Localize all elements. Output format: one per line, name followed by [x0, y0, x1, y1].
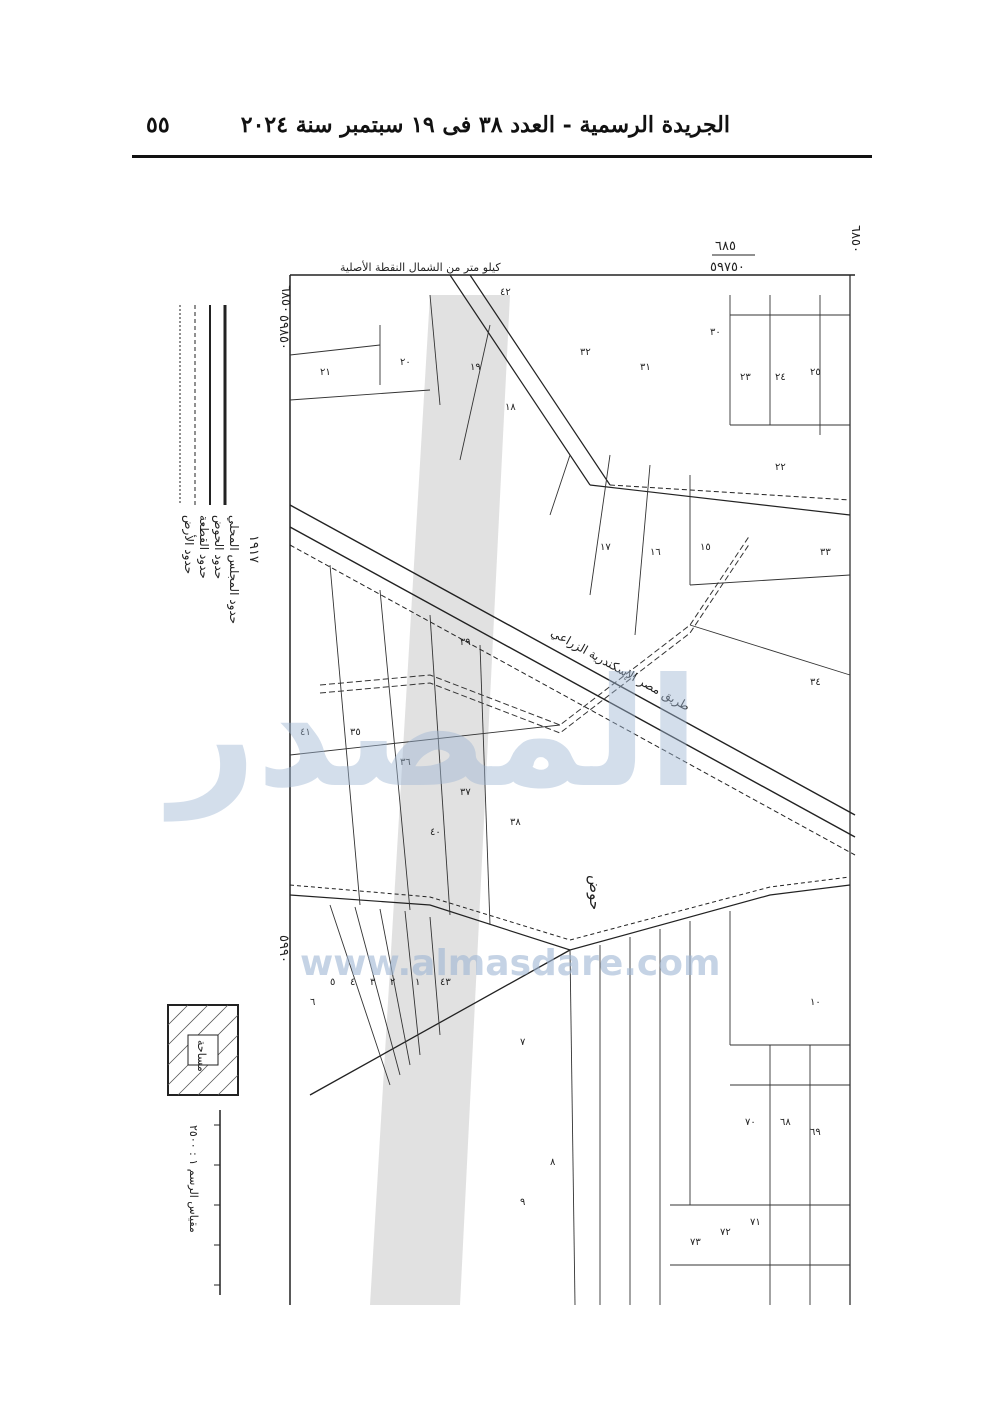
parcel-number-group: ٢١ ٢٠ ١٩ ١٨ ١٧ ١٦ ١٥ ٢٥ ٢٤ ٢٣ ٢٢ ٣٠ ٣١ ٣…: [300, 287, 831, 1248]
parcel-number: ٣٣: [820, 547, 831, 558]
upper-road-dashed: [609, 484, 851, 501]
watermark-url: www.almasdare.com: [300, 943, 721, 984]
parcel-number: ٧٣: [690, 1237, 701, 1248]
main-road-edge-2: [289, 526, 856, 838]
page-title: الجريدة الرسمية - العدد ٣٨ فى ١٩ سبتمبر …: [240, 112, 730, 138]
stamp-inner: [187, 1034, 219, 1066]
coord-top-center-lower: ٥٩٧٥٠: [710, 260, 745, 275]
parcel-number: ٣٤: [810, 677, 821, 688]
parcel-number: ٣٥: [350, 727, 361, 738]
scale-label: مقياس الرسم ١ : ٢٥٠٠: [187, 1125, 200, 1233]
angle-boundary: [309, 949, 571, 1096]
parcel-number: ٩: [520, 1197, 525, 1208]
parcel-number: ٣: [370, 977, 376, 988]
scale-ticks: [214, 1124, 220, 1286]
stamp-label: مساحة: [195, 1040, 208, 1072]
parcel-number: ٧: [520, 1037, 526, 1048]
cadastral-map: ٦٨٥٠ ٦٨٥ ٥٩٧٥٠ ٦٨٥٠ ٥٩٨٥٠ ٥٩٩٠ كيلو متر …: [130, 205, 860, 1305]
main-road-dashed: [289, 544, 856, 856]
parcel-number: ٦٨: [780, 1117, 791, 1128]
parcel-number: ٥: [330, 977, 335, 988]
parcel-number: ٢٠: [400, 357, 411, 368]
parcel-number: ٣٨: [510, 817, 521, 828]
legend: حدود المجلس المحلي حدود الحوض حدود القطع…: [179, 305, 261, 624]
lower-road: [289, 884, 851, 951]
parcel-number: ٣١: [640, 362, 651, 373]
coord-top-left: ٦٨٥٠: [278, 285, 293, 313]
parcel-number: ٧٠: [745, 1117, 756, 1128]
parcel-number: ٤١: [300, 727, 311, 738]
upper-road-edge-1: [449, 274, 591, 486]
coord-top-right: ٦٨٥٠: [848, 225, 860, 253]
page-header: الجريدة الرسمية - العدد ٣٨ فى ١٩ سبتمبر …: [132, 112, 872, 152]
parcel-number: ٧١: [750, 1217, 761, 1228]
page-number: ٥٥: [146, 112, 170, 138]
parcel-number: ١٠: [810, 997, 821, 1008]
header-rule: [132, 155, 872, 158]
parcel-number: ٢١: [320, 367, 331, 378]
parcel-number: ٣٩: [460, 637, 471, 648]
lower-road-dashed: [289, 876, 851, 941]
upper-road-edge-2: [469, 274, 611, 486]
parcel-number: ٣٠: [710, 327, 721, 338]
parcel-number: ١٩: [470, 362, 481, 373]
parcel-number: ١٨: [505, 402, 516, 413]
map-svg: ٦٨٥٠ ٦٨٥ ٥٩٧٥٠ ٦٨٥٠ ٥٩٨٥٠ ٥٩٩٠ كيلو متر …: [163, 225, 860, 1305]
legend-item-3: حدود القطعة: [196, 515, 211, 579]
parcel-number: ٤٢: [500, 287, 511, 298]
dashed-track: [319, 534, 751, 726]
parcel-number: ٣٧: [460, 787, 471, 798]
parcel-number: ٢٤: [775, 372, 786, 383]
parcel-number: ١٥: [700, 542, 711, 553]
dashed-track-2: [319, 542, 751, 734]
upper-road-edge-3: [589, 484, 851, 516]
parcel-number: ٢٥: [810, 367, 821, 378]
parcel-number: ٢: [390, 977, 395, 988]
top-edge-text: كيلو متر من الشمال النقطة الأصلية: [340, 260, 501, 274]
parcel-number: ٨: [550, 1157, 556, 1168]
parcel-lines-middle: [289, 564, 851, 926]
watermark-text: المصدر: [163, 647, 699, 822]
main-road-edge-1: [289, 504, 856, 816]
parcel-number: ١٧: [600, 542, 611, 553]
coord-top-center-upper: ٦٨٥: [715, 239, 736, 254]
parcel-number: ٣٦: [400, 757, 411, 768]
parcel-number: ٤: [350, 977, 355, 988]
parcel-lines-upper: [289, 294, 850, 636]
parcel-number: ٢٢: [775, 462, 786, 473]
parcel-number: ٤٠: [430, 827, 441, 838]
parcel-lines-lower: [329, 904, 850, 1305]
basin-label: حوض: [586, 875, 604, 910]
year-label: ١٩١٧: [246, 535, 261, 563]
legend-item-4: حدود الأرض: [181, 515, 197, 574]
parcel-number: ٣٢: [580, 347, 591, 358]
parcel-number: ١٦: [650, 547, 661, 558]
parcel-number: ٦٩: [810, 1127, 821, 1138]
parcel-number: ١: [415, 977, 420, 988]
gray-band: [370, 295, 510, 1305]
parcel-number: ٢٣: [740, 372, 751, 383]
parcel-number: ٧٢: [720, 1227, 731, 1238]
parcel-number: ٦: [310, 997, 315, 1008]
legend-item-1: حدود المجلس المحلي: [226, 515, 241, 624]
coord-left-1: ٥٩٨٥٠: [276, 315, 291, 350]
coord-left-2: ٥٩٩٠: [276, 935, 291, 963]
parcel-number: ٤٣: [440, 977, 451, 988]
legend-item-2: حدود الحوض: [211, 515, 226, 579]
